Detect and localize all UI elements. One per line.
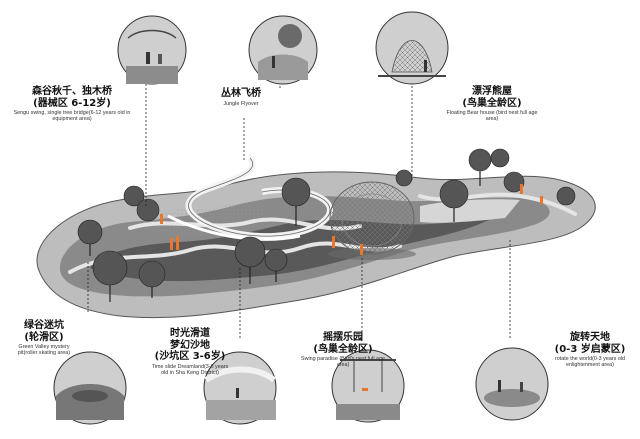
vignette-circles bbox=[53, 11, 549, 425]
label-world-en: rotate the world(0-3 years old enlighten… bbox=[554, 356, 626, 369]
label-sengu-en: Sengu swing, single tree bridge(6-12 yea… bbox=[13, 110, 131, 123]
jungle-flyover bbox=[167, 156, 334, 241]
label-sengu-zh-area: (器械区 6-12岁) bbox=[33, 97, 111, 109]
label-sengu-swing: 森谷秋千、独木桥 (器械区 6-12岁) Sengu swing, single… bbox=[12, 86, 132, 122]
label-jungle-flyover: 丛林飞桥 Jungle Flyover bbox=[196, 88, 286, 107]
label-sengu-zh: 森谷秋千、独木桥 bbox=[32, 86, 112, 97]
label-rotate-world: 旋转天地 (0-3 岁启蒙区) rotate the world(0-3 yea… bbox=[544, 332, 636, 368]
label-time-slide: 时光滑道 梦幻沙地 (沙坑区 3-6岁) Time slide Dreamlan… bbox=[148, 328, 232, 376]
orange-markers bbox=[160, 184, 543, 255]
label-green-valley: 绿谷迷坑 (轮滑区) Green Valley mystery pit(roll… bbox=[8, 320, 80, 356]
label-floating-bear: 漂浮熊屋 (鸟巢全龄区) Floating Bear house (bird n… bbox=[442, 86, 542, 122]
label-world-zh: 旋转天地 bbox=[570, 332, 610, 343]
label-dreamland-zh-area: (沙坑区 3-6岁) bbox=[154, 351, 226, 362]
vignette-flyover bbox=[248, 15, 318, 85]
vignette-valley bbox=[53, 351, 127, 425]
label-dreamland-zh2: 梦幻沙地 bbox=[170, 339, 210, 351]
label-bear-en: Floating Bear house (bird nest full age … bbox=[446, 110, 538, 123]
label-swing-zh: 摇摆乐园 bbox=[323, 332, 363, 343]
vignette-sengu bbox=[117, 15, 187, 85]
label-bear-zh-area: (鸟巢全龄区) bbox=[462, 97, 522, 109]
bird-nest-dome bbox=[328, 181, 416, 260]
vignette-bear bbox=[375, 11, 449, 85]
label-bear-zh: 漂浮熊屋 bbox=[472, 86, 512, 97]
vignette-dreamland bbox=[203, 351, 277, 425]
label-swing-zh-area: (鸟巢全龄区) bbox=[313, 343, 373, 355]
label-world-zh-area: (0-3 岁启蒙区) bbox=[554, 343, 626, 355]
label-swing-en: Swing paradise (Bird's nest full age are… bbox=[300, 356, 386, 369]
label-dreamland-zh: 时光滑道 bbox=[170, 328, 210, 339]
vignette-swing bbox=[331, 349, 405, 423]
label-flyover-zh: 丛林飞桥 bbox=[221, 88, 261, 99]
label-valley-zh: 绿谷迷坑 bbox=[24, 320, 64, 331]
label-valley-zh-area: (轮滑区) bbox=[24, 331, 64, 343]
label-swing-paradise: 摇摆乐园 (鸟巢全龄区) Swing paradise (Bird's nest… bbox=[300, 332, 386, 368]
label-flyover-en: Jungle Flyover bbox=[223, 100, 259, 107]
label-valley-en: Green Valley mystery pit(roller skating … bbox=[17, 344, 71, 357]
label-dreamland-en: Time slide Dreamland(3-6 years old in Sh… bbox=[151, 363, 229, 376]
trees bbox=[77, 148, 576, 302]
vignette-world bbox=[475, 347, 549, 421]
